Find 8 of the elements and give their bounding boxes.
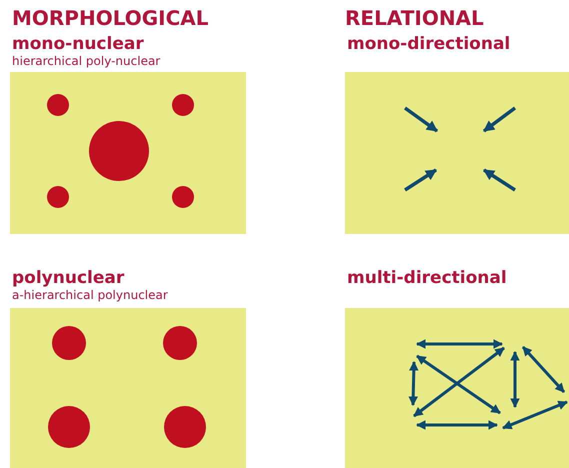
panel-heading: mono-nuclear: [12, 34, 144, 54]
panel-subheading: a-hierarchical polynuclear: [12, 288, 168, 302]
panel-subheading: hierarchical poly-nuclear: [12, 54, 160, 68]
column-heading: RELATIONAL: [345, 6, 484, 30]
panel-heading: multi-directional: [347, 268, 507, 288]
column-heading: MORPHOLOGICAL: [12, 6, 208, 30]
panel-heading: polynuclear: [12, 268, 124, 288]
panel-heading: mono-directional: [347, 34, 510, 54]
